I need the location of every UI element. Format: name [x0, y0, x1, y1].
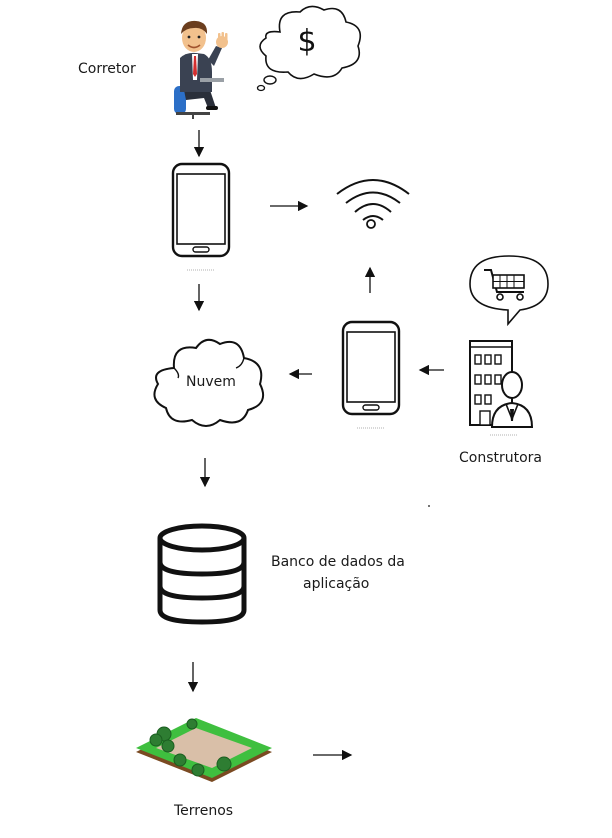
shopping-cart-icon	[469, 255, 549, 327]
wifi-icon	[336, 179, 410, 229]
thought-bubble: $	[256, 5, 362, 92]
terrenos-label: Terrenos	[174, 803, 234, 819]
smartphone-icon	[171, 162, 231, 271]
corretor-label: Corretor	[78, 61, 136, 77]
database-icon	[157, 523, 247, 625]
dollar-sign: $	[297, 24, 316, 59]
stray-dot	[428, 505, 430, 507]
construtora-label: Construtora	[459, 450, 543, 466]
cloud-icon	[153, 338, 264, 427]
smartphone-icon	[341, 320, 401, 429]
office-building-icon	[469, 340, 534, 436]
land-plot-icon	[136, 718, 272, 782]
banco-label-line2: aplicação	[303, 576, 370, 592]
nuvem-label: Nuvem	[186, 374, 236, 390]
businessman-waving-icon	[174, 20, 228, 119]
banco-label-line1: Banco de dados da	[271, 554, 405, 570]
